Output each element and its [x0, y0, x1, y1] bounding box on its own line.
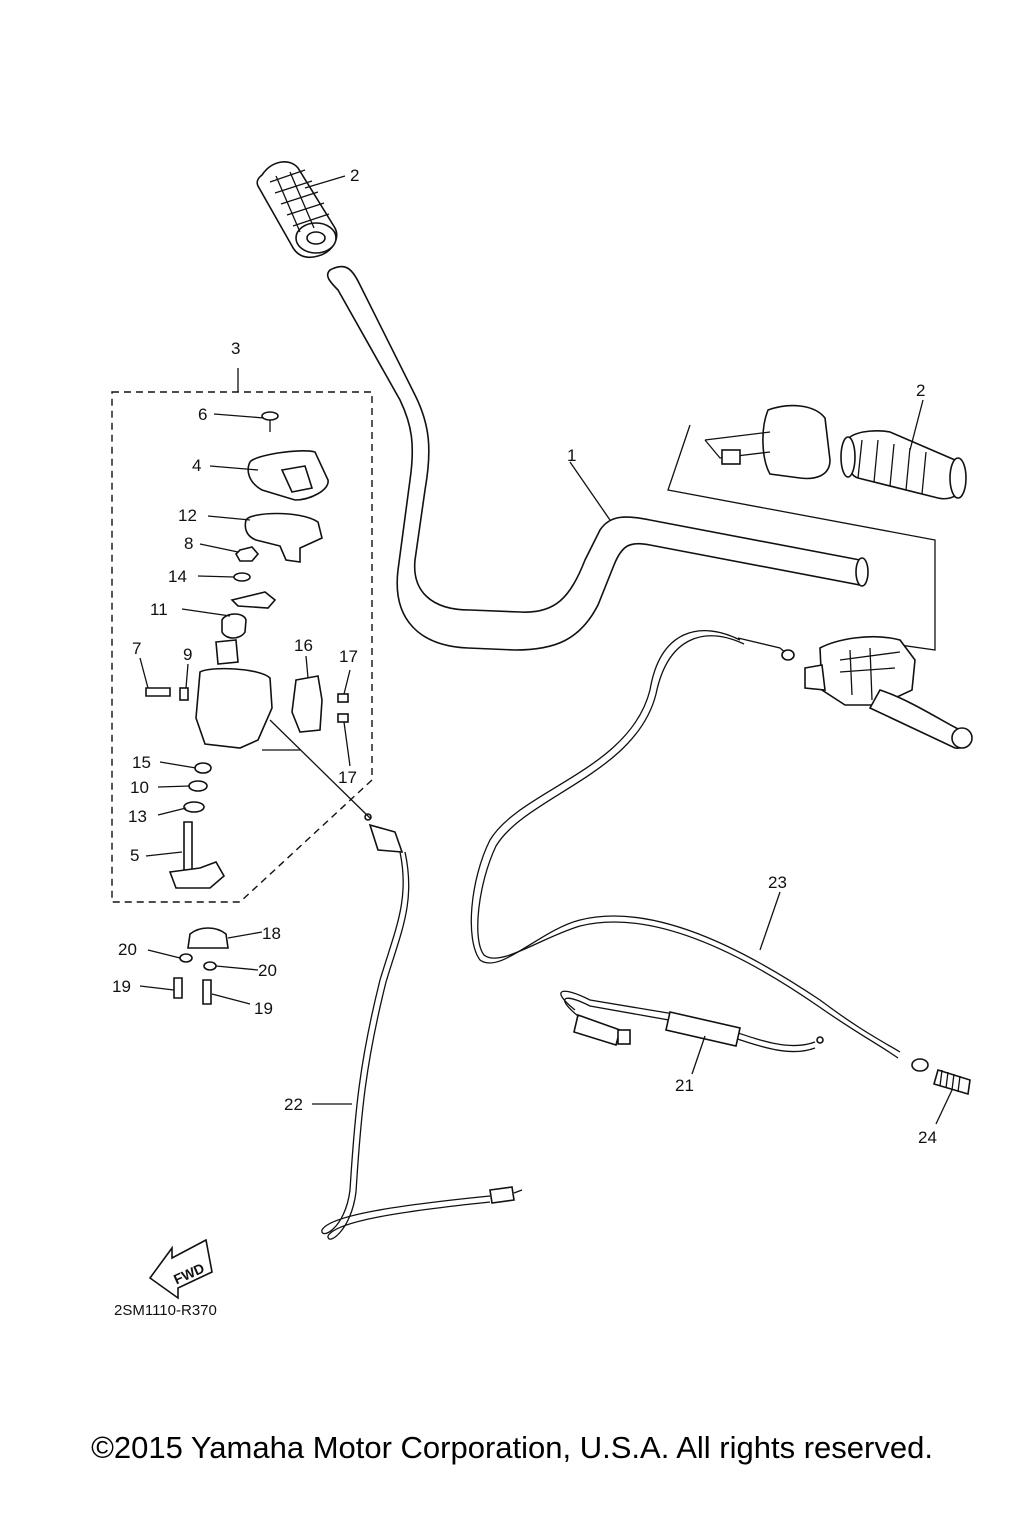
- drawing-code: 2SM1110-R370: [114, 1302, 217, 1319]
- callout-22: 22: [284, 1095, 303, 1114]
- callout-2-right-grip: 2: [916, 381, 925, 400]
- callout-11: 11: [150, 600, 168, 619]
- callout-3: 3: [231, 339, 240, 358]
- callout-24: 24: [918, 1128, 937, 1147]
- callout-10: 10: [130, 778, 149, 797]
- copyright-notice: ©2015 Yamaha Motor Corporation, U.S.A. A…: [91, 1430, 933, 1465]
- callout-13: 13: [128, 807, 147, 826]
- callout-1: 1: [567, 446, 576, 465]
- callout-6: 6: [198, 405, 207, 424]
- callout-20-right: 20: [258, 961, 277, 980]
- right-switch-assembly: [667, 404, 936, 651]
- callout-9: 9: [183, 645, 192, 664]
- brake-lever-assembly: [804, 635, 973, 749]
- fwd-arrow-icon: FWD: [148, 1238, 213, 1300]
- callout-labels: 1 2 2 3 4 5 6 7 8 9 10 11 12 13 14 15 16…: [112, 166, 937, 1147]
- callout-8: 8: [184, 534, 193, 553]
- callout-19-left: 19: [112, 977, 131, 996]
- handlebar: [326, 265, 869, 651]
- callout-21: 21: [675, 1076, 694, 1095]
- callout-19-right: 19: [254, 999, 273, 1018]
- callout-4: 4: [192, 456, 201, 475]
- throttle-parts: [145, 411, 349, 889]
- callout-5: 5: [130, 846, 139, 865]
- callout-20-left: 20: [118, 940, 137, 959]
- callout-2-left-grip: 2: [350, 166, 359, 185]
- throttle-housing-box: [111, 368, 373, 903]
- callout-18: 18: [262, 924, 281, 943]
- left-grip: [256, 161, 338, 259]
- right-grip: [840, 430, 967, 500]
- callout-16: 16: [294, 636, 313, 655]
- callout-17-upper: 17: [339, 647, 358, 666]
- callout-14: 14: [168, 567, 187, 586]
- callout-23: 23: [768, 873, 787, 892]
- callout-17-lower: 17: [338, 768, 357, 787]
- callout-7: 7: [132, 639, 141, 658]
- throttle-cable: [321, 813, 523, 1240]
- callout-15: 15: [132, 753, 151, 772]
- callout-12: 12: [178, 506, 197, 525]
- leader-lines: [139, 175, 953, 1125]
- brake-cable: [470, 629, 971, 1096]
- parking-brake-cable: [560, 990, 824, 1053]
